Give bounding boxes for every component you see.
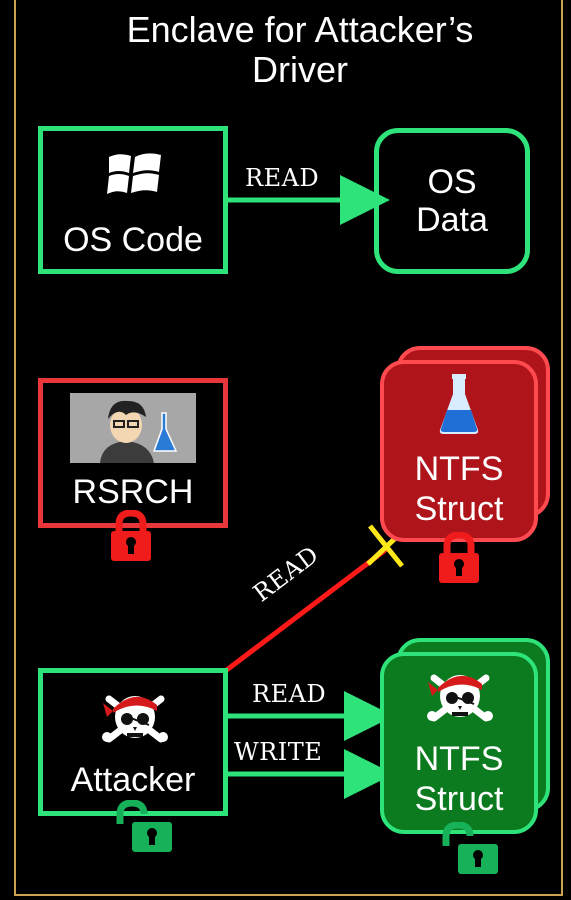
rsrch-label: RSRCH — [72, 473, 194, 511]
ntfs-green-line1: NTFS — [414, 740, 504, 778]
lock-open-icon — [116, 800, 172, 852]
rsrch-box: RSRCH — [38, 378, 228, 528]
lock-closed-icon — [111, 510, 151, 561]
os-data-line1: OS — [427, 163, 477, 201]
page-title: Enclave for Attacker’s Driver — [40, 10, 560, 90]
ntfs-red-box: NTFS Struct — [380, 360, 538, 542]
os-code-box: OS Code — [38, 126, 228, 274]
title-line-1: Enclave for Attacker’s — [126, 9, 474, 50]
ntfs-green-line2: Struct — [414, 780, 504, 818]
flask-icon — [439, 374, 479, 434]
lock-closed-icon — [439, 532, 479, 583]
ntfs-green-box: NTFS Struct — [380, 652, 538, 834]
enclave-frame — [14, 0, 563, 896]
attacker-label: Attacker — [70, 761, 196, 799]
title-line-2: Driver — [252, 49, 348, 90]
scientist-image — [70, 393, 196, 463]
os-data-box: OS Data — [374, 128, 530, 274]
windows-logo-icon — [107, 153, 161, 194]
os-code-label: OS Code — [63, 221, 203, 259]
ntfs-red-line2: Struct — [414, 490, 504, 528]
os-read-label: READ — [245, 164, 320, 192]
lock-open-icon — [442, 822, 498, 874]
ntfs-red-line1: NTFS — [414, 450, 504, 488]
attacker-read-green-label: READ — [252, 680, 327, 708]
attacker-box: Attacker — [38, 668, 228, 816]
attacker-write-green-label: WRITE — [234, 738, 323, 766]
pirate-skull-icon — [102, 695, 168, 743]
os-data-line2: Data — [416, 201, 488, 239]
pirate-skull-icon — [427, 674, 493, 722]
arrow-attacker-read-red — [222, 546, 390, 674]
